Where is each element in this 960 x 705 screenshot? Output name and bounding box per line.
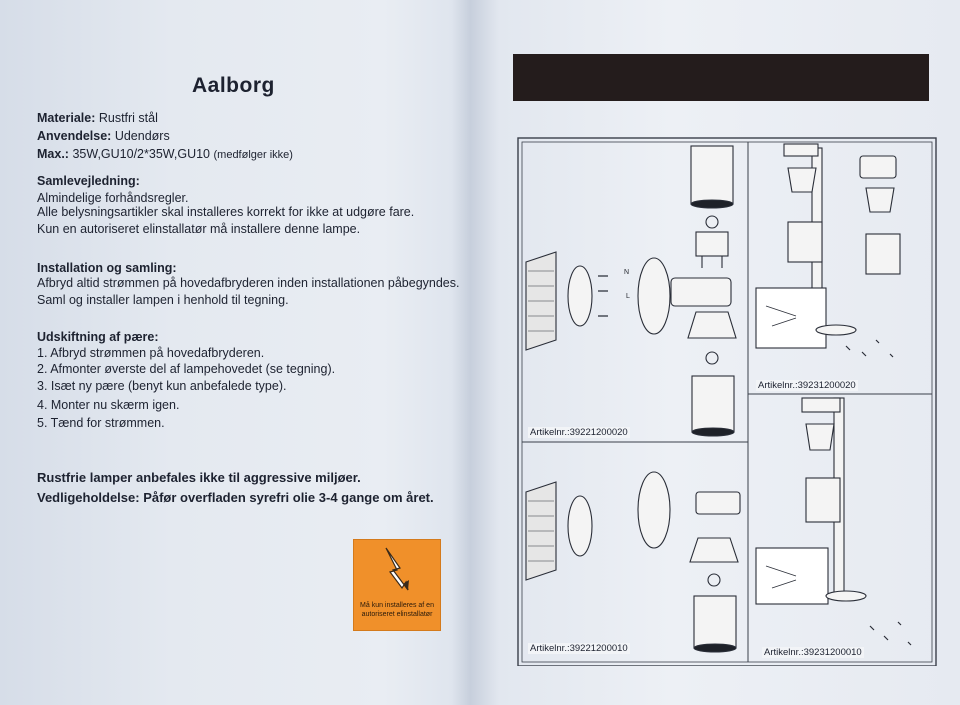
max-note: (medfølger ikke)	[213, 149, 293, 161]
diagram-inner-frame	[521, 141, 933, 663]
wall-lamp-illustration	[525, 145, 737, 437]
udskiftning-step: 4. Monter nu skærm igen.	[37, 398, 180, 412]
udskiftning-step: 2. Afmonter øverste del af lampehovedet …	[37, 362, 336, 376]
samlevejledning-heading: Samlevejledning:	[37, 174, 140, 188]
left-page: Aalborg Materiale: Rustfri stål Anvendel…	[0, 0, 468, 705]
post-lamp-double-illustration	[755, 143, 901, 358]
udskiftning-step: 5. Tænd for strømmen.	[37, 416, 165, 430]
samlevejledning-line: Almindelige forhåndsregler.	[37, 191, 189, 205]
udskiftning-step: 1. Afbryd strømmen på hovedafbryderen.	[37, 346, 265, 360]
page-title: Aalborg	[192, 74, 275, 97]
right-page: N L	[476, 0, 960, 705]
note-line: Rustfrie lamper anbefales ikke til aggre…	[37, 470, 361, 485]
max-value: 35W,GU10/2*35W,GU10	[72, 147, 211, 161]
post-lamp-single-illustration	[755, 397, 912, 646]
warning-label: Må kun installeres af en autoriseret eli…	[353, 539, 441, 631]
udskiftning-step: 3. Isæt ny pære (benyt kun anbefalede ty…	[37, 379, 287, 393]
anvendelse-value: Udendørs	[114, 129, 170, 143]
assembly-diagram: N L	[517, 137, 937, 666]
samlevejledning-line: Kun en autoriseret elinstallatør må inst…	[37, 222, 361, 236]
article-number: Artikelnr.:39221200010	[528, 643, 630, 654]
anvendelse-row: Anvendelse: Udendørs	[37, 129, 170, 143]
note-line: Vedligeholdelse: Påfør overfladen syrefr…	[37, 490, 434, 505]
article-number: Artikelnr.:39231200010	[762, 647, 864, 658]
materiale-value: Rustfri stål	[98, 111, 158, 125]
article-number: Artikelnr.:39231200020	[756, 380, 858, 391]
samlevejledning-line: Alle belysningsartikler skal installeres…	[37, 205, 415, 219]
materiale-label: Materiale:	[37, 111, 96, 125]
max-label: Max.:	[37, 147, 69, 161]
wall-lamp-variant-illustration	[525, 471, 741, 653]
warning-text: Må kun installeres af en autoriseret eli…	[360, 602, 434, 618]
article-number: Artikelnr.:39221200020	[528, 427, 630, 438]
installation-line: Afbryd altid strømmen på hovedafbryderen…	[37, 276, 460, 290]
installation-heading: Installation og samling:	[37, 261, 177, 275]
udskiftning-heading: Udskiftning af pære:	[37, 330, 159, 344]
lightning-bolt-icon	[385, 547, 409, 591]
wire-label-l: L	[626, 293, 630, 300]
header-bar	[513, 54, 929, 101]
materiale-row: Materiale: Rustfri stål	[37, 111, 158, 125]
anvendelse-label: Anvendelse:	[37, 129, 112, 143]
max-row: Max.: 35W,GU10/2*35W,GU10 (medfølger ikk…	[37, 147, 293, 161]
diagram-frame	[517, 137, 937, 666]
installation-line: Saml og installer lampen i henhold til t…	[37, 293, 289, 307]
wire-label-n: N	[624, 269, 629, 276]
